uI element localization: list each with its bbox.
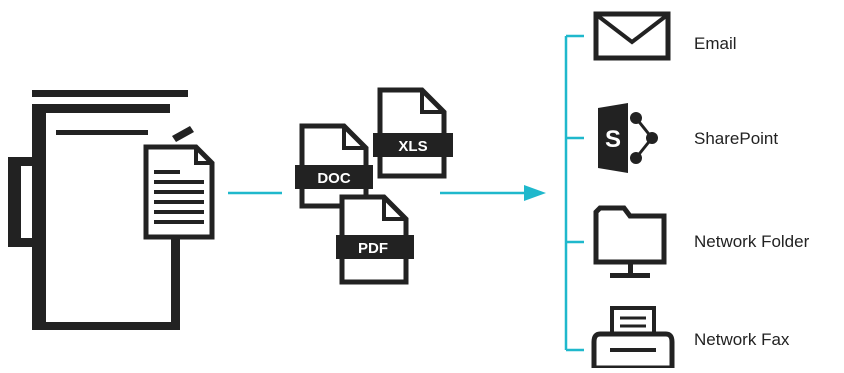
sharepoint-icon	[598, 103, 658, 173]
xls-file-icon	[373, 87, 453, 179]
doc-file-icon	[295, 123, 373, 209]
destination-label-sharepoint: SharePoint	[694, 129, 779, 148]
scanned-document-icon	[143, 144, 215, 240]
pdf-file-icon	[336, 194, 414, 285]
network-folder-icon	[593, 205, 667, 278]
envelope-icon	[593, 11, 671, 61]
multifunction-printer-icon	[8, 90, 194, 330]
sharepoint-letter-icon: S	[605, 126, 621, 153]
destination-bracket	[564, 34, 584, 352]
arrow-connector	[440, 185, 546, 201]
destination-label-email: Email	[694, 34, 737, 53]
fax-machine-icon	[591, 306, 675, 371]
doc-label: DOC	[317, 170, 351, 187]
destination-label-network-folder: Network Folder	[694, 232, 810, 251]
pdf-label: PDF	[358, 240, 388, 257]
xls-label: XLS	[398, 138, 427, 155]
destination-label-network-fax: Network Fax	[694, 330, 790, 349]
